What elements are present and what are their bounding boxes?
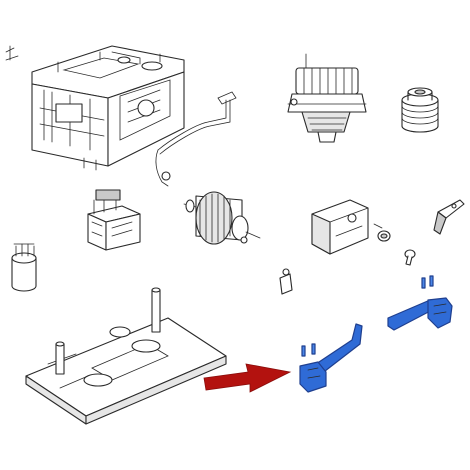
limit-switch-cam-right	[387, 275, 453, 331]
motor-armature	[287, 53, 367, 143]
lock-cylinder	[373, 223, 391, 242]
small-bracket	[279, 268, 293, 295]
gasket	[155, 91, 237, 187]
screw	[404, 249, 416, 266]
pulley	[401, 87, 439, 133]
corner-mark-icon	[5, 45, 19, 61]
gearmotor-housing	[31, 45, 185, 171]
release-cover	[311, 199, 369, 255]
mounting-plate	[25, 287, 227, 425]
pointer-arrow-icon	[203, 363, 292, 393]
limit-switch-cam-left	[299, 323, 363, 393]
pointer-arrow-shape	[203, 363, 292, 393]
worm-gear	[183, 191, 261, 245]
release-lever	[433, 199, 465, 235]
capacitor	[11, 243, 37, 292]
transformer	[87, 189, 141, 251]
